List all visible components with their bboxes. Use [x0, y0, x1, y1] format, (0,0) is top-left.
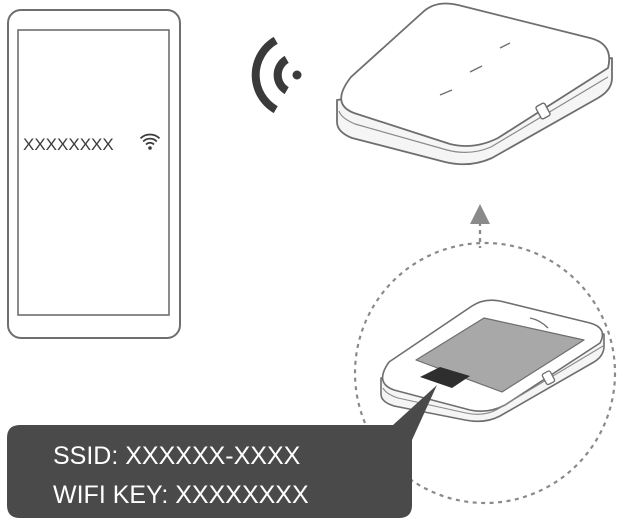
router-edge-line	[338, 76, 609, 153]
credentials-callout: SSID: XXXXXX-XXXX WIFI KEY: XXXXXXXX	[7, 385, 437, 518]
network-name: XXXXXXXX	[23, 135, 114, 154]
magnifier-circle	[353, 241, 617, 505]
dashed-arrow-up	[470, 204, 490, 248]
ssid-text: SSID: XXXXXX-XXXX	[53, 442, 301, 470]
smartphone: XXXXXXXX	[7, 9, 181, 339]
open-router-button	[541, 370, 556, 386]
phone-screen	[17, 29, 170, 316]
wifi-key-text: WIFI KEY: XXXXXXXX	[53, 481, 309, 509]
callout-bubble	[7, 385, 437, 518]
mobile-router-open	[380, 299, 605, 423]
mobile-router-top	[336, 2, 613, 166]
wireless-signal-icon	[251, 36, 302, 114]
router-power-button	[535, 102, 551, 120]
cover-notch	[529, 317, 549, 329]
label-sticker	[420, 367, 470, 388]
router-top-surface	[340, 2, 611, 147]
wifi-icon	[139, 133, 161, 150]
router-indicator-lights	[439, 42, 511, 96]
open-router-edge	[382, 345, 604, 415]
